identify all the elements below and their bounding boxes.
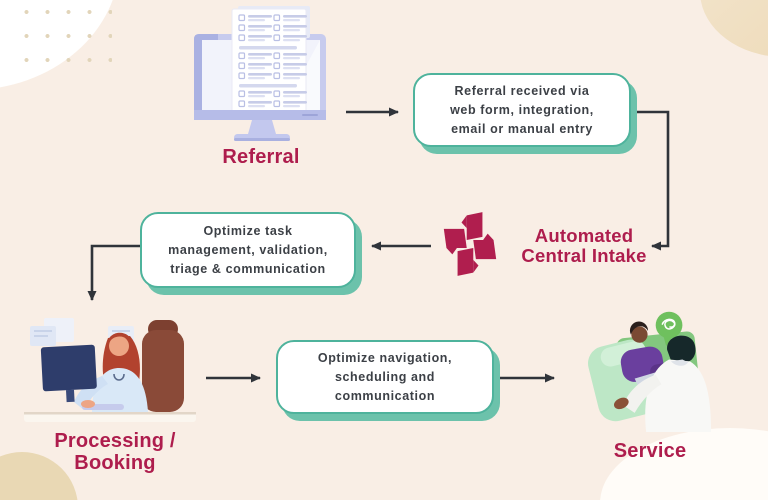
processing-label: Processing / Booking <box>30 430 200 474</box>
box-text-line: Optimize task <box>203 223 293 238</box>
optimize-navigation-box: Optimize navigation, scheduling and comm… <box>276 340 494 414</box>
speech-bubble-icon <box>655 311 683 347</box>
dot-grid-decoration <box>16 0 112 66</box>
aci-label: Automated Central Intake <box>504 226 664 266</box>
box-text-line: email or manual entry <box>451 121 593 136</box>
doctor-patient-icon <box>587 311 712 432</box>
aci-logo <box>438 202 502 286</box>
processing-label-line: Booking <box>74 452 156 474</box>
arrow-intakebox-to-aci <box>632 110 670 251</box>
box-text-line: Referral received via <box>454 83 590 98</box>
box-text-line: triage & communication <box>170 261 326 276</box>
referral-label: Referral <box>222 146 300 168</box>
referral-received-box: Referral received via web form, integrat… <box>413 73 631 147</box>
optimize-tasks-box: Optimize task management, validation, tr… <box>140 212 356 288</box>
service-label: Service <box>613 440 687 462</box>
aci-label-line: Automated <box>534 225 634 246</box>
referral-illustration <box>182 4 344 146</box>
processing-label-line: Processing / <box>54 430 176 452</box>
box-text-line: communication <box>334 388 436 403</box>
processing-illustration <box>22 316 204 428</box>
monitor-with-forms-icon <box>194 6 326 141</box>
service-illustration <box>586 306 712 432</box>
clinician-at-computer-icon <box>24 318 196 422</box>
box-text-line: web form, integration, <box>450 102 594 117</box>
box-text-line: scheduling and <box>334 369 436 384</box>
arrow-tasksbox-to-processing <box>87 244 142 301</box>
box-text-line: management, validation, <box>168 242 328 257</box>
aci-label-line: Central Intake <box>521 245 647 266</box>
box-text-line: Optimize navigation, <box>317 350 453 365</box>
central-intake-cross-icon <box>443 212 497 276</box>
